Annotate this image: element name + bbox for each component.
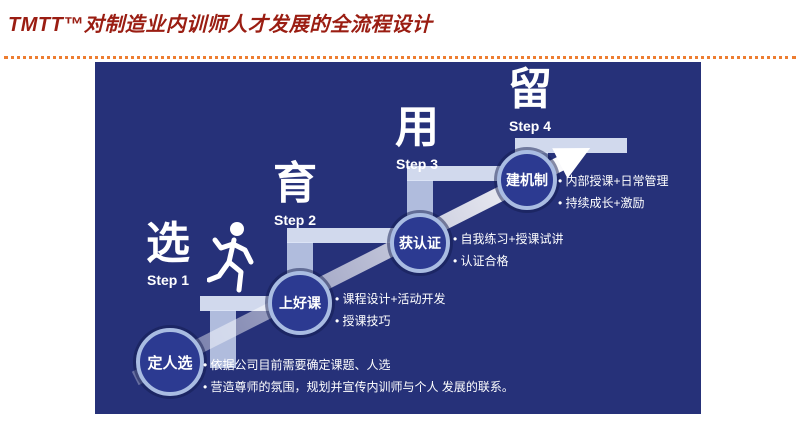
step1-node-circle: 定人选	[136, 328, 204, 396]
step3-label: Step 3	[395, 156, 438, 172]
step4-label: Step 4	[508, 118, 551, 134]
step4-node-text: 建机制	[506, 172, 548, 188]
step4-bullet-1: 内部授课+日常管理	[558, 170, 701, 192]
step4-node-circle: 建机制	[497, 150, 557, 210]
step3-bullet-list: 自我练习+授课试讲 认证合格	[453, 228, 653, 272]
step1-bullet-1: 依据公司目前需要确定课题、人选	[203, 354, 673, 376]
diagram-panel: 选 Step 1 育 Step 2 用 Step 3 留 Step 4 定人选 …	[95, 62, 701, 414]
step4-keyword: 留	[508, 65, 552, 114]
step3-bullet-1: 自我练习+授课试讲	[453, 228, 653, 250]
step2-node-circle: 上好课	[268, 271, 332, 335]
step4-bullet-2: 持续成长+激励	[558, 192, 701, 214]
running-person-icon	[206, 220, 255, 300]
slide-title: TMTT™对制造业内训师人才发展的全流程设计	[8, 14, 433, 36]
stair-tread-4	[515, 138, 627, 153]
step2-bullet-list: 课程设计+活动开发 授课技巧	[335, 288, 535, 332]
step3-keyword: 用	[395, 103, 439, 152]
step1-label: Step 1	[146, 272, 189, 288]
step2-keyword: 育	[273, 159, 317, 208]
step2-label: Step 2	[273, 212, 316, 228]
step3-bullet-2: 认证合格	[453, 250, 653, 272]
step2-node-text: 上好课	[279, 295, 321, 311]
dotted-divider-line	[4, 56, 796, 59]
step3-node-circle: 获认证	[390, 213, 450, 273]
step3-node-text: 获认证	[399, 235, 441, 251]
step1-keyword: 选	[146, 219, 190, 268]
step1-node-text: 定人选	[147, 354, 193, 372]
step4-bullet-list: 内部授课+日常管理 持续成长+激励	[558, 170, 701, 214]
step1-bullet-2: 营造尊师的氛围，规划并宣传内训师与个人 发展的联系。	[203, 376, 673, 398]
step2-bullet-1: 课程设计+活动开发	[335, 288, 535, 310]
step2-bullet-2: 授课技巧	[335, 310, 535, 332]
step1-bullet-list: 依据公司目前需要确定课题、人选 营造尊师的氛围，规划并宣传内训师与个人 发展的联…	[203, 354, 673, 398]
